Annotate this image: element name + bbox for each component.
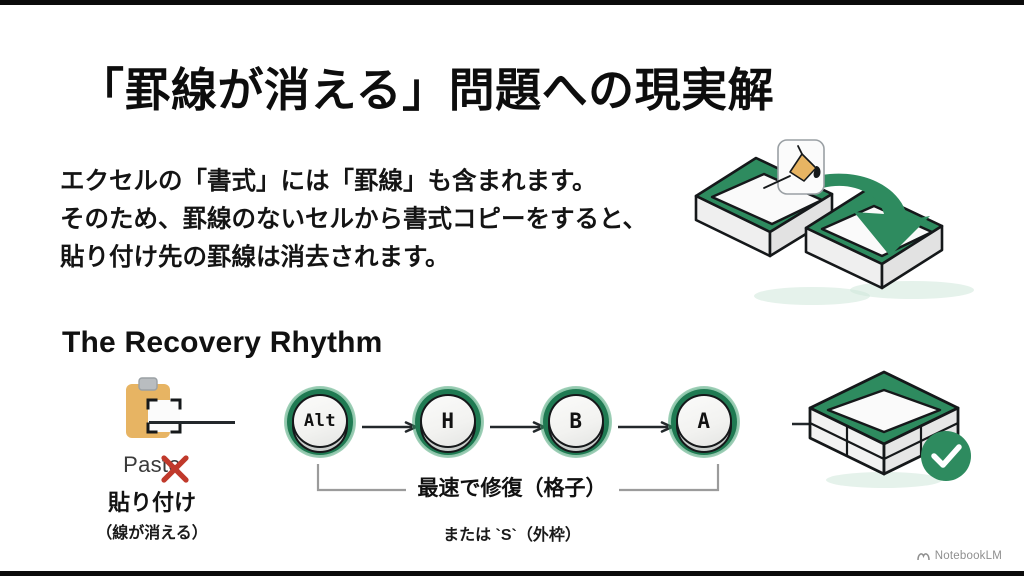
x-mark-icon [161,455,189,483]
copy-arrow-icon [802,173,930,256]
notebooklm-logo-icon [917,552,930,560]
paste-word-row: Paste [72,450,232,483]
key-h[interactable]: H [412,386,484,458]
body-line-3: 貼り付け先の罫線は消去されます。 [60,244,450,271]
connector-line-from-paste [149,421,235,424]
key-label: Alt [303,411,337,431]
page-title: 「罫線が消える」問題への現実解 [78,64,775,116]
format-copy-boxes-illustration [694,139,974,305]
grid-box [808,370,960,476]
key-face: H [420,394,476,448]
body-paragraph: エクセルの「書式」には「罫線」も含まれます。 そのため、罫線のないセルから書式コ… [60,163,647,277]
body-line-2: そのため、罫線のないセルから書式コピーをすると、 [60,206,648,233]
paste-caption-sub: （線が消える） [96,525,208,542]
paste-caption-main: 貼り付け [107,490,196,515]
bottom-edge-bar [0,571,1024,576]
body-line-1: エクセルの「書式」には「罫線」も含まれます。 [60,168,597,195]
top-edge-bar [0,0,1024,5]
clipboard-glyph [126,377,182,438]
watermark-label: NotebookLM [934,550,1002,562]
section-heading: The Recovery Rhythm [62,326,383,359]
key-label: A [697,409,711,433]
key-range-bracket [316,464,720,492]
key-sequence: Alt H B [149,386,874,464]
alternate-caption: または `S`（外枠） [443,527,581,544]
restored-grid-box-illustration [808,370,971,488]
shadow-left [754,287,870,305]
clipboard-paste-icon [120,374,184,448]
key-label: B [569,409,583,433]
key-face: B [548,394,604,448]
check-circle-icon [921,431,971,481]
source-box [694,156,834,258]
key-alt[interactable]: Alt [284,386,356,458]
shadow-right [850,281,974,299]
paste-source-block: Paste 貼り付け （線が消える） [72,374,232,543]
key-face: Alt [292,394,348,448]
shadow [826,472,942,488]
key-face: A [676,394,732,448]
key-a[interactable]: A [668,386,740,458]
key-b[interactable]: B [540,386,612,458]
watermark: NotebookLM [917,550,1002,562]
key-label: H [441,409,455,433]
paint-bucket-badge [763,139,825,195]
